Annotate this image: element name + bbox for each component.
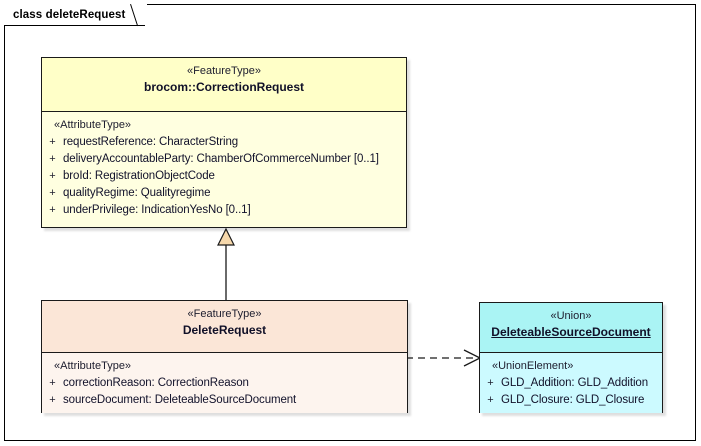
frame-tab-shape: class deleteRequest	[4, 4, 148, 26]
attribute-compartment-deleteable-source-document: «UnionElement» + GLD_Addition: GLD_Addit…	[480, 353, 662, 413]
attribute-text: qualityRegime: Qualityregime	[63, 187, 211, 199]
class-name: DeleteRequest	[182, 323, 267, 337]
attribute-row[interactable]: + broId: RegistrationObjectCode	[42, 168, 406, 185]
class-header-correction-request: «FeatureType» brocom::CorrectionRequest	[42, 58, 406, 112]
attribute-text: GLD_Addition: GLD_Addition	[501, 377, 648, 389]
compartment-stereotype: «AttributeType»	[54, 119, 132, 131]
generalization-connector[interactable]	[216, 227, 236, 301]
frame-tab-corner-icon	[131, 4, 147, 26]
class-stereotype: «FeatureType»	[187, 308, 262, 320]
compartment-stereotype: «UnionElement»	[492, 360, 574, 372]
class-name: brocom::CorrectionRequest	[143, 80, 304, 94]
visibility-marker: +	[487, 394, 494, 406]
class-box-correction-request[interactable]: «FeatureType» brocom::CorrectionRequest …	[41, 57, 407, 228]
attribute-text: requestReference: CharacterString	[63, 136, 239, 148]
class-stereotype: «FeatureType»	[187, 65, 261, 77]
attribute-row[interactable]: + GLD_Addition: GLD_Addition	[480, 375, 662, 392]
class-box-deleteable-source-document[interactable]: «Union» DeleteableSourceDocument «UnionE…	[479, 302, 663, 413]
attribute-row[interactable]: + qualityRegime: Qualityregime	[42, 185, 406, 202]
attribute-text: underPrivilege: IndicationYesNo [0..1]	[63, 204, 251, 216]
attribute-text: correctionReason: CorrectionReason	[63, 377, 249, 389]
class-stereotype: «Union»	[550, 310, 592, 322]
class-name: DeleteableSourceDocument	[491, 325, 651, 339]
dependency-connector[interactable]	[406, 348, 482, 368]
generalization-triangle-icon	[217, 227, 235, 246]
visibility-marker: +	[49, 136, 56, 148]
frame-name-tab: class deleteRequest	[4, 4, 148, 26]
visibility-marker: +	[49, 377, 56, 389]
compartment-stereotype: «AttributeType»	[54, 360, 132, 372]
visibility-marker: +	[49, 170, 56, 182]
attribute-row[interactable]: + GLD_Closure: GLD_Closure	[480, 392, 662, 409]
class-box-delete-request[interactable]: «FeatureType» DeleteRequest «AttributeTy…	[41, 300, 408, 413]
class-header-delete-request: «FeatureType» DeleteRequest	[42, 301, 407, 353]
attribute-compartment-correction-request: «AttributeType» + requestReference: Char…	[42, 112, 406, 227]
frame-title: class deleteRequest	[13, 9, 126, 21]
visibility-marker: +	[49, 187, 56, 199]
attribute-text: deliveryAccountableParty: ChamberOfComme…	[63, 153, 379, 165]
attribute-row[interactable]: + deliveryAccountableParty: ChamberOfCom…	[42, 151, 406, 168]
visibility-marker: +	[49, 394, 56, 406]
attribute-text: broId: RegistrationObjectCode	[63, 170, 215, 182]
attribute-row[interactable]: + sourceDocument: DeleteableSourceDocume…	[42, 392, 407, 409]
visibility-marker: +	[487, 377, 494, 389]
frame-tab-underline	[4, 25, 145, 26]
attribute-row[interactable]: + correctionReason: CorrectionReason	[42, 375, 407, 392]
visibility-marker: +	[49, 153, 56, 165]
attribute-text: GLD_Closure: GLD_Closure	[501, 394, 645, 406]
attribute-row[interactable]: + requestReference: CharacterString	[42, 134, 406, 151]
visibility-marker: +	[49, 204, 56, 216]
attribute-text: sourceDocument: DeleteableSourceDocument	[63, 394, 297, 406]
attribute-compartment-delete-request: «AttributeType» + correctionReason: Corr…	[42, 353, 407, 413]
attribute-row[interactable]: + underPrivilege: IndicationYesNo [0..1]	[42, 202, 406, 219]
class-header-deleteable-source-document: «Union» DeleteableSourceDocument	[480, 303, 662, 353]
